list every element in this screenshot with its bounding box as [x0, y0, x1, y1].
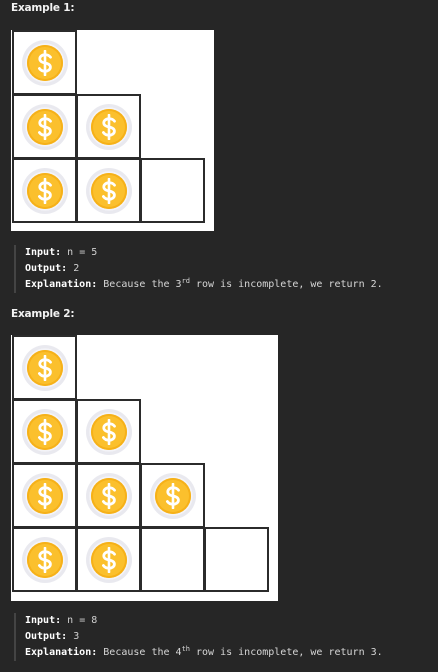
dollar-coin-icon	[21, 167, 68, 214]
dollar-coin-icon	[21, 472, 68, 519]
dollar-sign-icon	[101, 177, 116, 204]
dollar-coin-icon	[85, 167, 132, 214]
coin-face	[90, 108, 127, 145]
staircase-cell	[12, 335, 77, 400]
coin-face	[26, 108, 63, 145]
example-1-io-block: Input: n = 5 Output: 2 Explanation: Beca…	[14, 245, 383, 293]
dollar-coin-icon	[85, 472, 132, 519]
dollar-sign-icon	[37, 113, 52, 140]
coin-face	[90, 172, 127, 209]
dollar-sign-icon	[101, 546, 116, 573]
dollar-coin-icon	[149, 472, 196, 519]
explanation-label: Explanation:	[25, 647, 98, 658]
dollar-sign-icon	[37, 482, 52, 509]
staircase-cell	[140, 463, 205, 528]
output-label: Output:	[25, 631, 68, 642]
staircase-cell	[12, 158, 77, 223]
coin-face	[26, 413, 63, 450]
staircase-cell	[12, 463, 77, 528]
dollar-coin-icon	[21, 39, 68, 86]
explanation-text-end: row is incomplete, we return 2.	[190, 279, 383, 290]
dollar-sign-icon	[101, 482, 116, 509]
coin-face	[26, 349, 63, 386]
output-value: 2	[73, 263, 80, 274]
staircase-cell	[12, 527, 77, 592]
dollar-sign-icon	[37, 354, 52, 381]
input-label: Input:	[25, 247, 62, 258]
coin-face	[26, 541, 63, 578]
input-value: n = 5	[67, 247, 98, 258]
example-2-heading: Example 2:	[11, 308, 75, 320]
dollar-sign-icon	[101, 418, 116, 445]
input-line: Input: n = 8	[25, 613, 383, 629]
explanation-ordinal-suffix: rd	[181, 277, 190, 285]
staircase-cell	[12, 399, 77, 464]
staircase-cell	[76, 399, 141, 464]
output-line: Output: 3	[25, 629, 383, 645]
dollar-sign-icon	[37, 177, 52, 204]
staircase-cell	[140, 527, 205, 592]
staircase-cell	[12, 30, 77, 95]
input-value: n = 8	[67, 615, 98, 626]
coin-face	[26, 172, 63, 209]
dollar-sign-icon	[37, 546, 52, 573]
staircase-cell	[12, 94, 77, 159]
explanation-line: Explanation: Because the 3rd row is inco…	[25, 277, 383, 293]
example-1-heading: Example 1:	[11, 2, 75, 14]
explanation-text-start: Because the 4	[103, 647, 182, 658]
dollar-coin-icon	[21, 408, 68, 455]
dollar-coin-icon	[85, 536, 132, 583]
staircase-cell	[76, 94, 141, 159]
dollar-sign-icon	[37, 49, 52, 76]
staircase-cell	[140, 158, 205, 223]
dollar-coin-icon	[85, 408, 132, 455]
explanation-text-end: row is incomplete, we return 3.	[190, 647, 383, 658]
staircase-cell	[76, 463, 141, 528]
coin-face	[90, 477, 127, 514]
explanation-text-start: Because the 3	[103, 279, 182, 290]
staircase-cell	[76, 158, 141, 223]
output-label: Output:	[25, 263, 68, 274]
explanation-label: Explanation:	[25, 279, 98, 290]
coin-face	[26, 477, 63, 514]
coin-face	[154, 477, 191, 514]
input-label: Input:	[25, 615, 62, 626]
dollar-coin-icon	[21, 344, 68, 391]
output-value: 3	[73, 631, 80, 642]
coin-face	[90, 541, 127, 578]
coin-face	[26, 44, 63, 81]
dollar-sign-icon	[37, 418, 52, 445]
explanation-line: Explanation: Because the 4th row is inco…	[25, 645, 383, 661]
example-1-staircase-figure	[11, 30, 214, 231]
dollar-sign-icon	[165, 482, 180, 509]
explanation-ordinal-suffix: th	[181, 645, 190, 653]
example-2-io-block: Input: n = 8 Output: 3 Explanation: Beca…	[14, 613, 383, 661]
staircase-cell	[204, 527, 269, 592]
output-line: Output: 2	[25, 261, 383, 277]
dollar-sign-icon	[101, 113, 116, 140]
input-line: Input: n = 5	[25, 245, 383, 261]
dollar-coin-icon	[85, 103, 132, 150]
dollar-coin-icon	[21, 103, 68, 150]
staircase-cell	[76, 527, 141, 592]
example-2-staircase-figure	[11, 335, 278, 601]
coin-face	[90, 413, 127, 450]
dollar-coin-icon	[21, 536, 68, 583]
